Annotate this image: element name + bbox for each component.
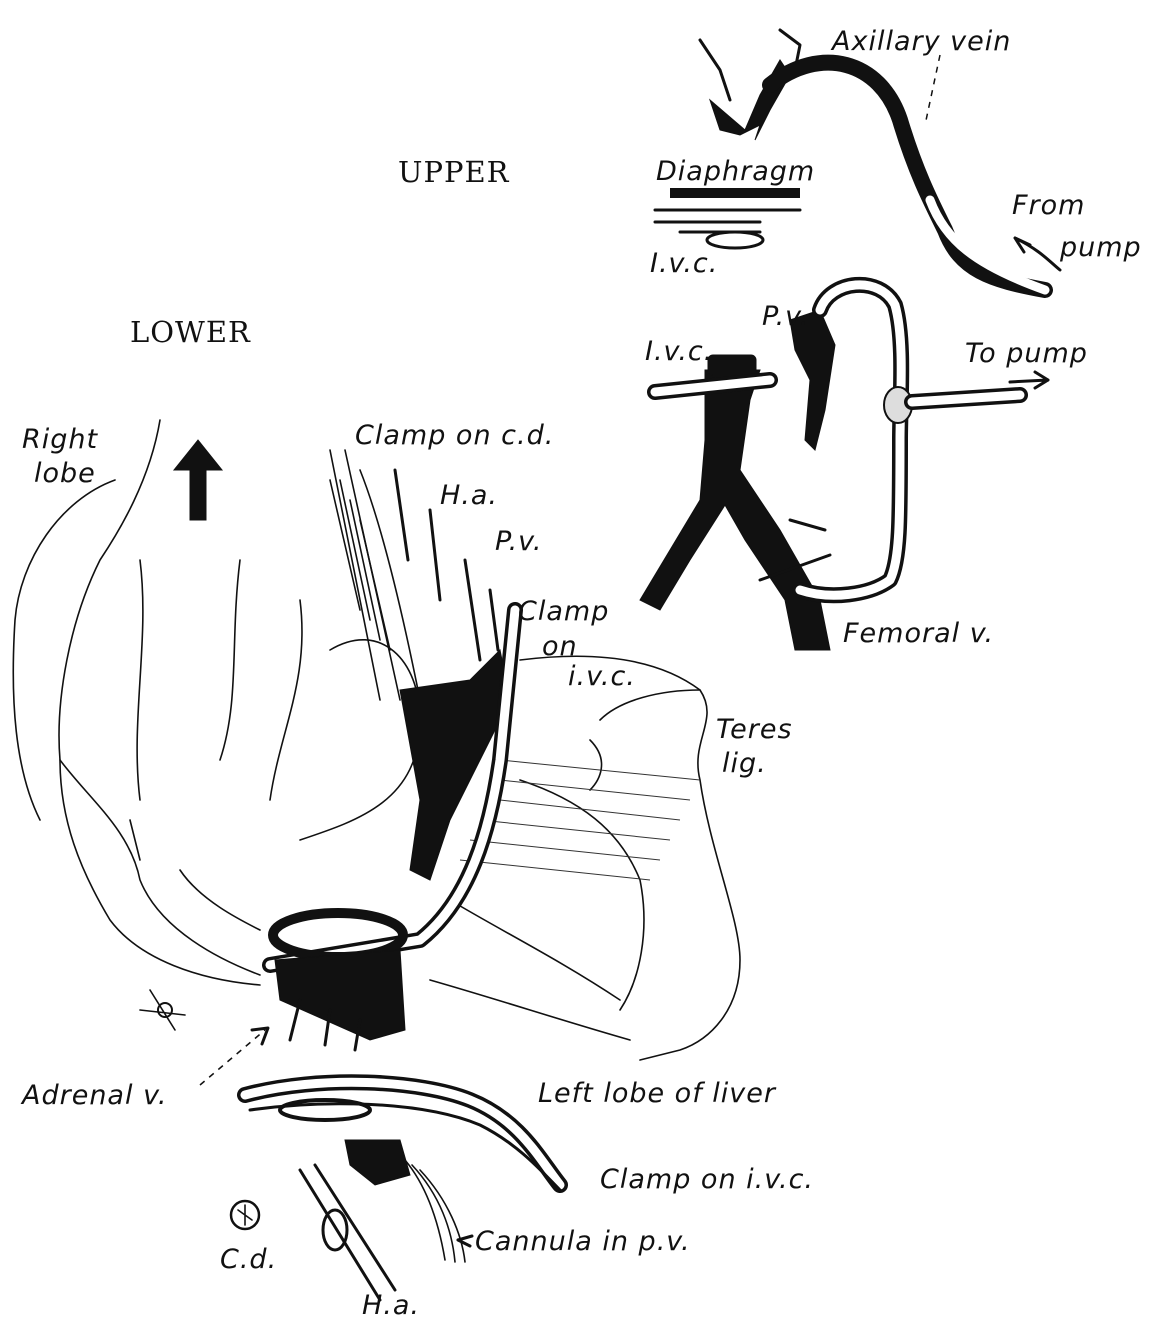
lower-inset-drawing (231, 1082, 560, 1300)
to-pump-label: To pump (965, 338, 1088, 369)
clamp-ivc-label-line3: i.v.c. (568, 661, 636, 692)
clamp-cd-label: Clamp on c.d. (355, 420, 554, 451)
pv-upper-label: P.v. (762, 301, 810, 332)
ivc-middle-label: I.v.c. (645, 336, 713, 367)
ha-upper-label: H.a. (440, 480, 498, 511)
ivc-upper-label: I.v.c. (650, 248, 718, 279)
liver-drawing (13, 420, 740, 1085)
clamp-ivc-label-line1: Clamp (518, 596, 609, 627)
cannula-pv-label: Cannula in p.v. (475, 1226, 691, 1257)
ha-lower-label: H.a. (362, 1290, 420, 1317)
left-lobe-label: Left lobe of liver (538, 1078, 777, 1109)
adrenal-v-label: Adrenal v. (20, 1080, 167, 1111)
cd-lower-label: C.d. (220, 1244, 277, 1275)
from-pump-label-line2: pump (1059, 232, 1142, 263)
teres-lig-label-line1: Teres (716, 714, 793, 745)
from-pump-label-line1: From (1012, 190, 1085, 221)
pv-mid-label: P.v. (495, 526, 543, 557)
teres-lig-label-line2: lig. (722, 748, 767, 779)
upper-header: UPPER (398, 155, 510, 189)
clamp-ivc-label-line2: on (542, 631, 578, 662)
right-lobe-label-line2: lobe (34, 458, 96, 489)
lower-header: LOWER (130, 315, 251, 349)
axillary-vein-label: Axillary vein (830, 26, 1011, 57)
clamp-ivc-lower-label: Clamp on i.v.c. (600, 1164, 814, 1195)
diaphragm-label: Diaphragm (656, 156, 815, 187)
right-lobe-label-line1: Right (22, 424, 99, 455)
diaphragm-drawing (655, 188, 800, 248)
femoral-v-label: Femoral v. (843, 618, 994, 649)
